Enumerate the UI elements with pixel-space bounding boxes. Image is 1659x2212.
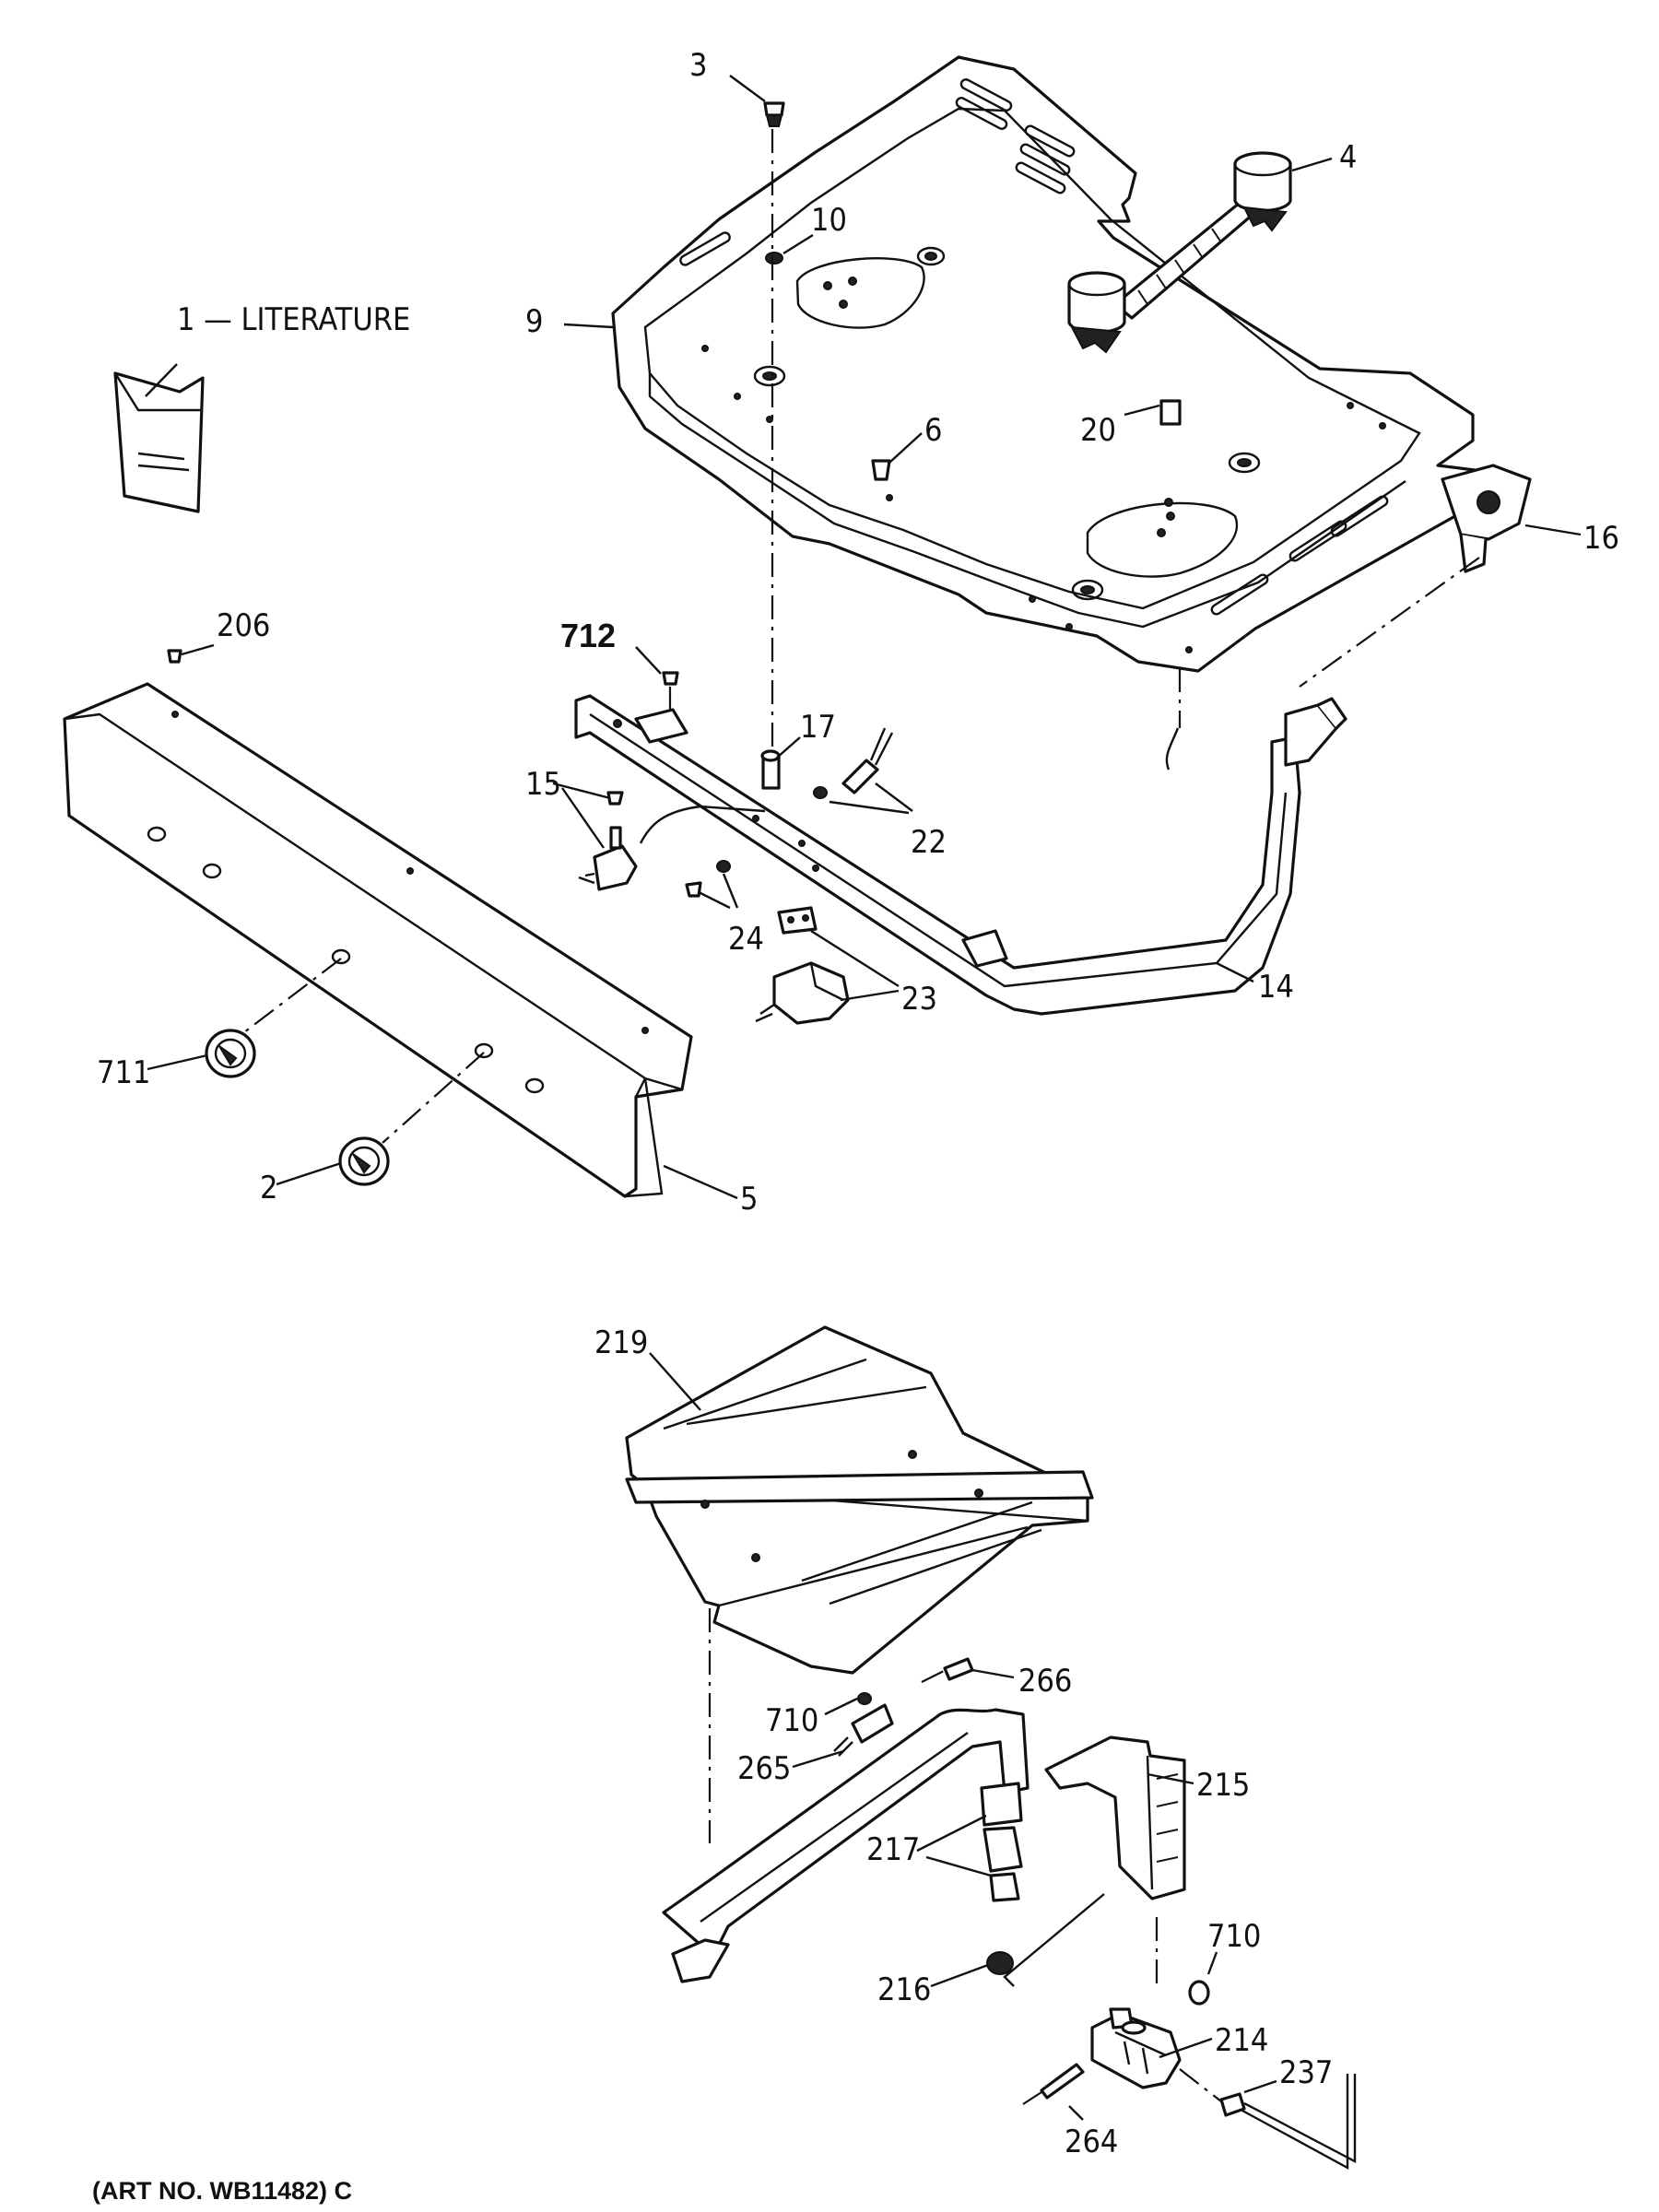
label-265: 264 (1065, 2124, 1118, 2160)
screw-24b (685, 881, 702, 898)
label-711: 711 (97, 1054, 150, 1091)
label-24: 24 (728, 921, 764, 958)
thermostat-214 (1090, 2007, 1182, 2089)
electrode-22 (813, 727, 894, 799)
label-10: 10 (811, 202, 847, 239)
label-4: 4 (1339, 139, 1357, 176)
label-23: 20 (1080, 412, 1116, 449)
leader-lines (145, 75, 1582, 2121)
literature-envelope (113, 371, 205, 513)
connector-line (1003, 1893, 1105, 1987)
label-20: 17 (800, 709, 836, 746)
grommet-6 (871, 459, 891, 481)
manifold-pipe (574, 694, 1347, 1016)
axis-line (1022, 2091, 1042, 2105)
screw-3 (763, 101, 785, 127)
label-219: 219 (594, 1324, 648, 1361)
bracket-215 (1044, 1735, 1186, 1900)
label-14: 14 (1258, 969, 1294, 1006)
label-15: 15 (525, 766, 561, 803)
screw-206 (167, 649, 182, 664)
axis-line (382, 1052, 485, 1144)
label-6: 6 (924, 412, 942, 449)
orifice-20 (760, 749, 781, 790)
nut-216 (986, 1951, 1014, 1975)
label-1-literature: 1 — LITERATURE (177, 301, 410, 338)
manifold-panel (63, 682, 693, 1198)
label-3: 3 (689, 47, 707, 84)
label-2: 2 (260, 1170, 277, 1206)
axis-line (921, 1667, 950, 1683)
axis-line (243, 958, 342, 1033)
pin-265 (1040, 2063, 1085, 2100)
label-216: 216 (877, 1971, 931, 2008)
label-17: 23 (901, 981, 937, 1018)
oven-burner-tube (662, 1708, 1030, 1983)
pilot-assembly (833, 1657, 974, 1757)
label-264: 266 (1018, 1663, 1072, 1700)
label-5: 5 (740, 1181, 758, 1218)
surface-burner-assembly (1067, 151, 1292, 354)
label-206: 206 (217, 607, 270, 644)
screw-24 (716, 860, 731, 873)
valve-15 (578, 791, 766, 891)
label-9: 9 (525, 303, 543, 340)
label-217: 217 (866, 1831, 920, 1868)
label-710: 710 (1207, 1918, 1261, 1955)
axis-line (1179, 2068, 1222, 2102)
bracket-16 (1441, 464, 1532, 573)
grommet-23 (1159, 399, 1182, 426)
burner-orifice-217 (980, 1782, 1023, 1902)
burner-box-pan (611, 55, 1488, 673)
label-16: 16 (1583, 520, 1619, 557)
knob-711 (205, 1029, 256, 1078)
cap-710 (1188, 1980, 1210, 2006)
oven-bottom-baffle (625, 1325, 1094, 1675)
valve-bracket-17 (755, 906, 850, 1025)
label-237: 237 (1279, 2054, 1333, 2091)
axis-line (1299, 557, 1480, 688)
screw-712 (662, 671, 679, 686)
label-266: 710 (765, 1702, 818, 1739)
knob-2 (338, 1136, 390, 1186)
label-22: 22 (911, 824, 947, 861)
art-number-caption: (ART NO. WB11482) C (92, 2177, 352, 2205)
grommet-10 (765, 252, 783, 265)
label-214: 214 (1215, 2022, 1268, 2059)
label-215: 215 (1196, 1767, 1250, 1804)
label-263: 265 (737, 1750, 791, 1787)
tube-237 (1219, 2074, 1357, 2171)
label-712: 712 (560, 617, 616, 654)
part-labels: 3 4 10 1 — LITERATURE 9 6 20 16 206 712 … (92, 47, 1619, 2205)
